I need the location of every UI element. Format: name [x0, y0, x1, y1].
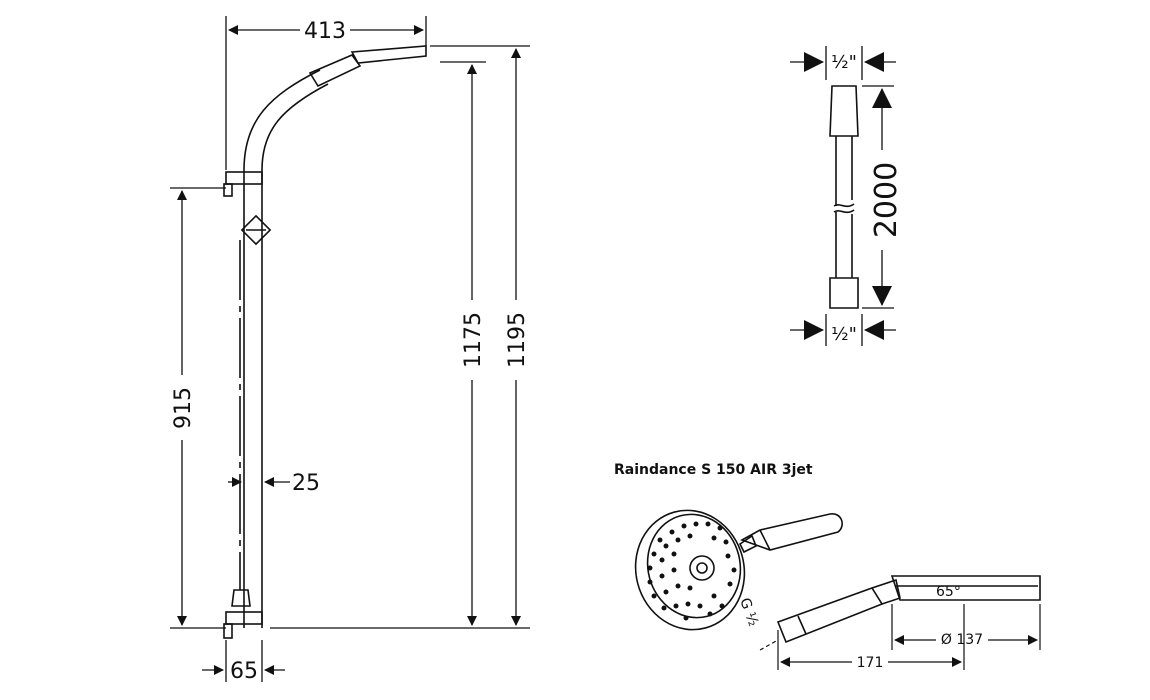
dim-line-thread-bottom — [790, 314, 896, 346]
handshower-nozzles — [647, 521, 737, 621]
diameter-label: Ø 137 — [941, 632, 983, 648]
handshower-front-view — [634, 509, 843, 631]
handshower-title: Raindance S 150 AIR 3jet — [614, 462, 813, 478]
hose-length-label: 2000 — [869, 162, 904, 238]
thread-top-label: ½" — [831, 52, 857, 73]
dim-1195-label: 1195 — [505, 312, 530, 368]
dim-915-label: 915 — [171, 387, 196, 429]
dim-65-label: 65 — [230, 659, 258, 684]
thread-g-label: G ½ — [736, 596, 761, 629]
dim-line-thread-top — [790, 46, 896, 80]
dim-line-2000 — [862, 85, 894, 309]
dim-line-65 — [202, 640, 285, 682]
dim-line-1195 — [430, 45, 530, 626]
diameter-label-bg — [936, 630, 988, 646]
length-label-bg — [852, 654, 888, 670]
thread-bottom-label: ½" — [831, 324, 857, 345]
angle-label: 65° — [936, 584, 961, 600]
dim-25-label: 25 — [292, 471, 320, 496]
length-label: 171 — [857, 655, 884, 671]
dim-1175-label: 1175 — [461, 312, 486, 368]
handshower-side-view — [776, 575, 1041, 644]
dim-line-915 — [170, 187, 226, 629]
dim-line-413 — [225, 16, 427, 170]
dim-line-1175 — [270, 61, 530, 629]
dim-413-label: 413 — [304, 19, 346, 44]
shower-rail-drawing — [223, 45, 427, 639]
hose-drawing — [829, 85, 859, 309]
